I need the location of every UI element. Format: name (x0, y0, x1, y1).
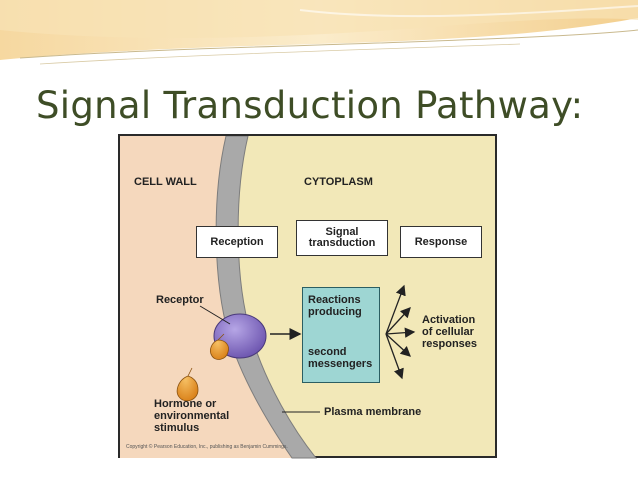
second-messenger-box: Reactions producing second messengers (302, 287, 380, 383)
cell-wall-label: CELL WALL (134, 176, 197, 188)
response-arrow (385, 307, 411, 335)
activation-line-1: Activation (422, 314, 476, 326)
signal-label: Signal (325, 226, 359, 238)
figure-drawing (120, 136, 416, 459)
slide-title: Signal Transduction Pathway: (36, 84, 584, 127)
response-label: Response (414, 235, 468, 248)
decorative-banner (0, 0, 638, 65)
response-arrow (385, 333, 411, 357)
free-hormone (176, 367, 199, 402)
transduction-label: transduction (308, 237, 376, 249)
signal-transduction-figure: CELL WALL CYTOPLASM Reception Signal tra… (118, 134, 497, 459)
plasma-membrane (215, 136, 318, 459)
signal-transduction-box: Signal transduction (296, 220, 388, 256)
bound-hormone (210, 333, 229, 360)
reception-label: Reception (210, 235, 264, 248)
reactions-line-3: second (308, 346, 347, 358)
response-box: Response (400, 226, 482, 258)
reactions-line-1: Reactions (308, 294, 361, 306)
hormone-line-3: stimulus (154, 422, 200, 434)
plasma-membrane-label: Plasma membrane (324, 406, 422, 418)
response-arrow (385, 284, 406, 335)
copyright-notice: Copyright © Pearson Education, Inc., pub… (126, 444, 288, 450)
reactions-line-2: producing (308, 306, 362, 318)
response-arrow (385, 333, 404, 380)
cell-wall-region (120, 136, 292, 458)
hormone-line-2: environmental (154, 410, 230, 422)
activation-line-2: of cellular (422, 326, 474, 338)
hormone-line-1: Hormone or (154, 398, 217, 410)
response-arrow (385, 327, 416, 338)
reactions-line-4: messengers (308, 358, 373, 370)
receptor-label: Receptor (156, 294, 204, 306)
receptor-pointer (199, 305, 231, 325)
reception-box: Reception (196, 226, 278, 258)
activation-line-3: responses (422, 338, 478, 350)
cytoplasm-label: CYTOPLASM (304, 176, 373, 188)
